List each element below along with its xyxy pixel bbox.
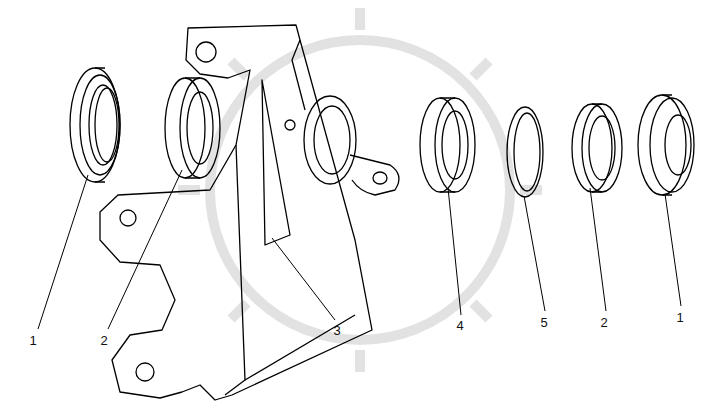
seal-cap: [638, 95, 694, 195]
bearing: [165, 78, 220, 178]
shim-ring: [507, 107, 543, 197]
callout-number: 4: [454, 318, 465, 333]
watermark-gear: [178, 8, 542, 372]
bearing: [420, 98, 475, 192]
seal-cap: [70, 68, 120, 182]
callout-number: 2: [98, 333, 109, 348]
leader-lines: [38, 170, 681, 329]
callout-number: 1: [27, 333, 38, 348]
bracket: [100, 25, 399, 400]
callout-number: 2: [598, 315, 609, 330]
callout-number: 5: [538, 315, 549, 330]
callout-number: 3: [331, 323, 342, 338]
callout-number: 1: [674, 310, 685, 325]
bearing: [572, 104, 622, 192]
